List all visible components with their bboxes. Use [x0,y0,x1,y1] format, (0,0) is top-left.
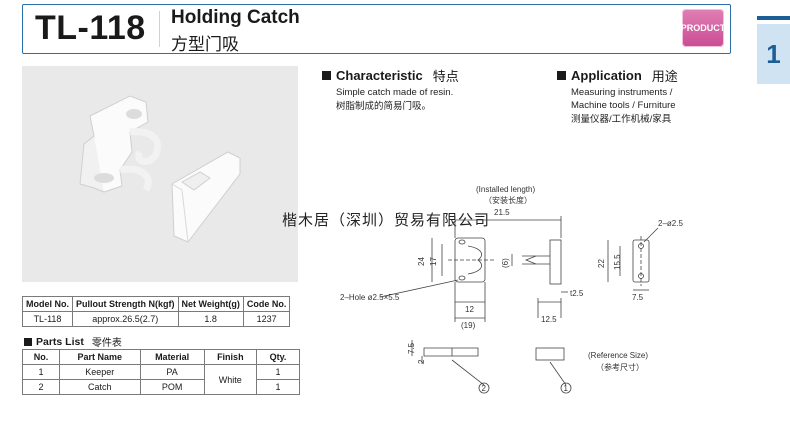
application-line-2: Machine tools / Furniture [571,100,676,111]
cell-finish: White [203,364,258,395]
dim-t2-5: t2.5 [570,289,584,298]
dim-19: (19) [461,321,476,330]
callout-1: 1 [564,384,569,393]
callout-circle-icon [478,382,490,394]
dim-7-5-bottom: 7.5 [407,342,416,354]
dim-7-5: 7.5 [632,293,644,302]
section-tab-number: 1 [757,24,790,84]
model-number: TL-118 [35,9,146,47]
parts-list-heading: Parts List 零件表 [24,334,122,349]
reference-size-cn: （参考尺寸） [596,362,644,372]
hole-icon [458,239,466,245]
watermark-text: 楷木居（深圳）贸易有限公司 [282,212,491,229]
installed-length-label: (Installed length) [476,185,535,194]
header-model-no: Model No. [22,296,73,312]
title-chinese: 方型门吸 [171,35,239,54]
spec-table-header: Model No. Pullout Strength N(kgf) Net We… [22,296,291,312]
keeper-bottom-outline [535,347,565,361]
cell-no: 2 [22,379,60,395]
application-line-1: Measuring instruments / [571,87,673,98]
characteristic-title-cn: 特点 [432,69,459,84]
cell-part-name: Keeper [59,364,141,380]
cell-part-name: Catch [59,379,141,395]
bullet-square-icon [557,71,566,80]
dim-12: 12 [465,305,474,314]
installed-length-cn: （安装长度） [484,195,532,205]
header-material: Material [139,349,205,365]
keeper-side-outline [549,239,562,285]
header-net-weight: Net Weight(g) [177,296,244,312]
parts-table: No. Part Name Material Finish Qty. 1 Kee… [22,349,300,395]
hole-icon [458,275,466,281]
parts-table-header: No. Part Name Material Finish Qty. [22,349,300,365]
cell-code-no: 1237 [242,311,291,327]
catch-bottom-outline [423,347,479,357]
parts-list-title: Parts List [36,335,84,348]
header-qty: Qty. [256,349,300,365]
dim-22: 22 [597,259,606,268]
parts-list-title-cn: 零件表 [91,338,122,349]
dim-12-5: 12.5 [541,315,557,324]
callout-2: 2 [482,384,487,393]
characteristic-title: Characteristic [336,68,423,83]
cell-pullout-strength: approx.26.5(2.7) [72,311,179,327]
tab-line [757,16,790,20]
cell-material: POM [139,379,205,395]
hole-note: 2–Hole ø2.5×5.5 [340,293,400,302]
dim-17: 17 [429,257,438,266]
title-english: Holding Catch [171,7,300,28]
header-pullout-strength: Pullout Strength N(kgf) [72,296,179,312]
header-finish: Finish [203,349,258,365]
cell-qty: 1 [256,364,300,380]
callout-circle-icon [560,382,572,394]
bullet-square-icon [24,337,32,346]
table-row: 2 Catch POM 1 [22,379,300,395]
cell-model-no: TL-118 [22,311,73,327]
header-no: No. [22,349,60,365]
spec-table: Model No. Pullout Strength N(kgf) Net We… [22,296,291,327]
product-badge: PRODUCT [681,9,725,47]
holding-catch-image [79,95,241,243]
technical-drawing: (Installed length) （安装长度） 21.5 24 17 (6)… [340,185,683,394]
product-photo [22,66,298,282]
dim-2-d2-5: 2–ø2.5 [658,219,683,228]
application-title: Application [571,68,642,83]
characteristic-text-cn: 树脂制成的简易门吸。 [336,101,432,112]
characteristic-text-en: Simple catch made of resin. [336,87,454,98]
cell-material: PA [139,364,205,380]
application-line-cn: 测量仪器/工作机械/家具 [571,114,672,125]
application-heading: Application 用途 [557,66,678,85]
header-bar: TL-118 Holding Catch 方型门吸 PRODUCT [22,4,731,54]
table-row: 1 Keeper PA White 1 [22,364,300,395]
dim-24: 24 [417,257,426,266]
dim-6: (6) [501,258,510,268]
application-title-cn: 用途 [651,69,678,84]
bullet-square-icon [322,71,331,80]
table-row: TL-118 approx.26.5(2.7) 1.8 1237 [22,311,291,327]
cell-no: 1 [22,364,60,380]
header-part-name: Part Name [59,349,141,365]
cell-qty: 1 [256,379,300,395]
reference-size-label: (Reference Size) [588,351,648,360]
dim-15-5: 15.5 [613,254,622,270]
characteristic-heading: Characteristic 特点 [322,66,459,85]
dim-21-5: 21.5 [494,208,510,217]
cell-net-weight: 1.8 [177,311,244,327]
header-code-no: Code No. [242,296,291,312]
header-divider [159,11,160,47]
dim-2: 2 [417,359,426,364]
